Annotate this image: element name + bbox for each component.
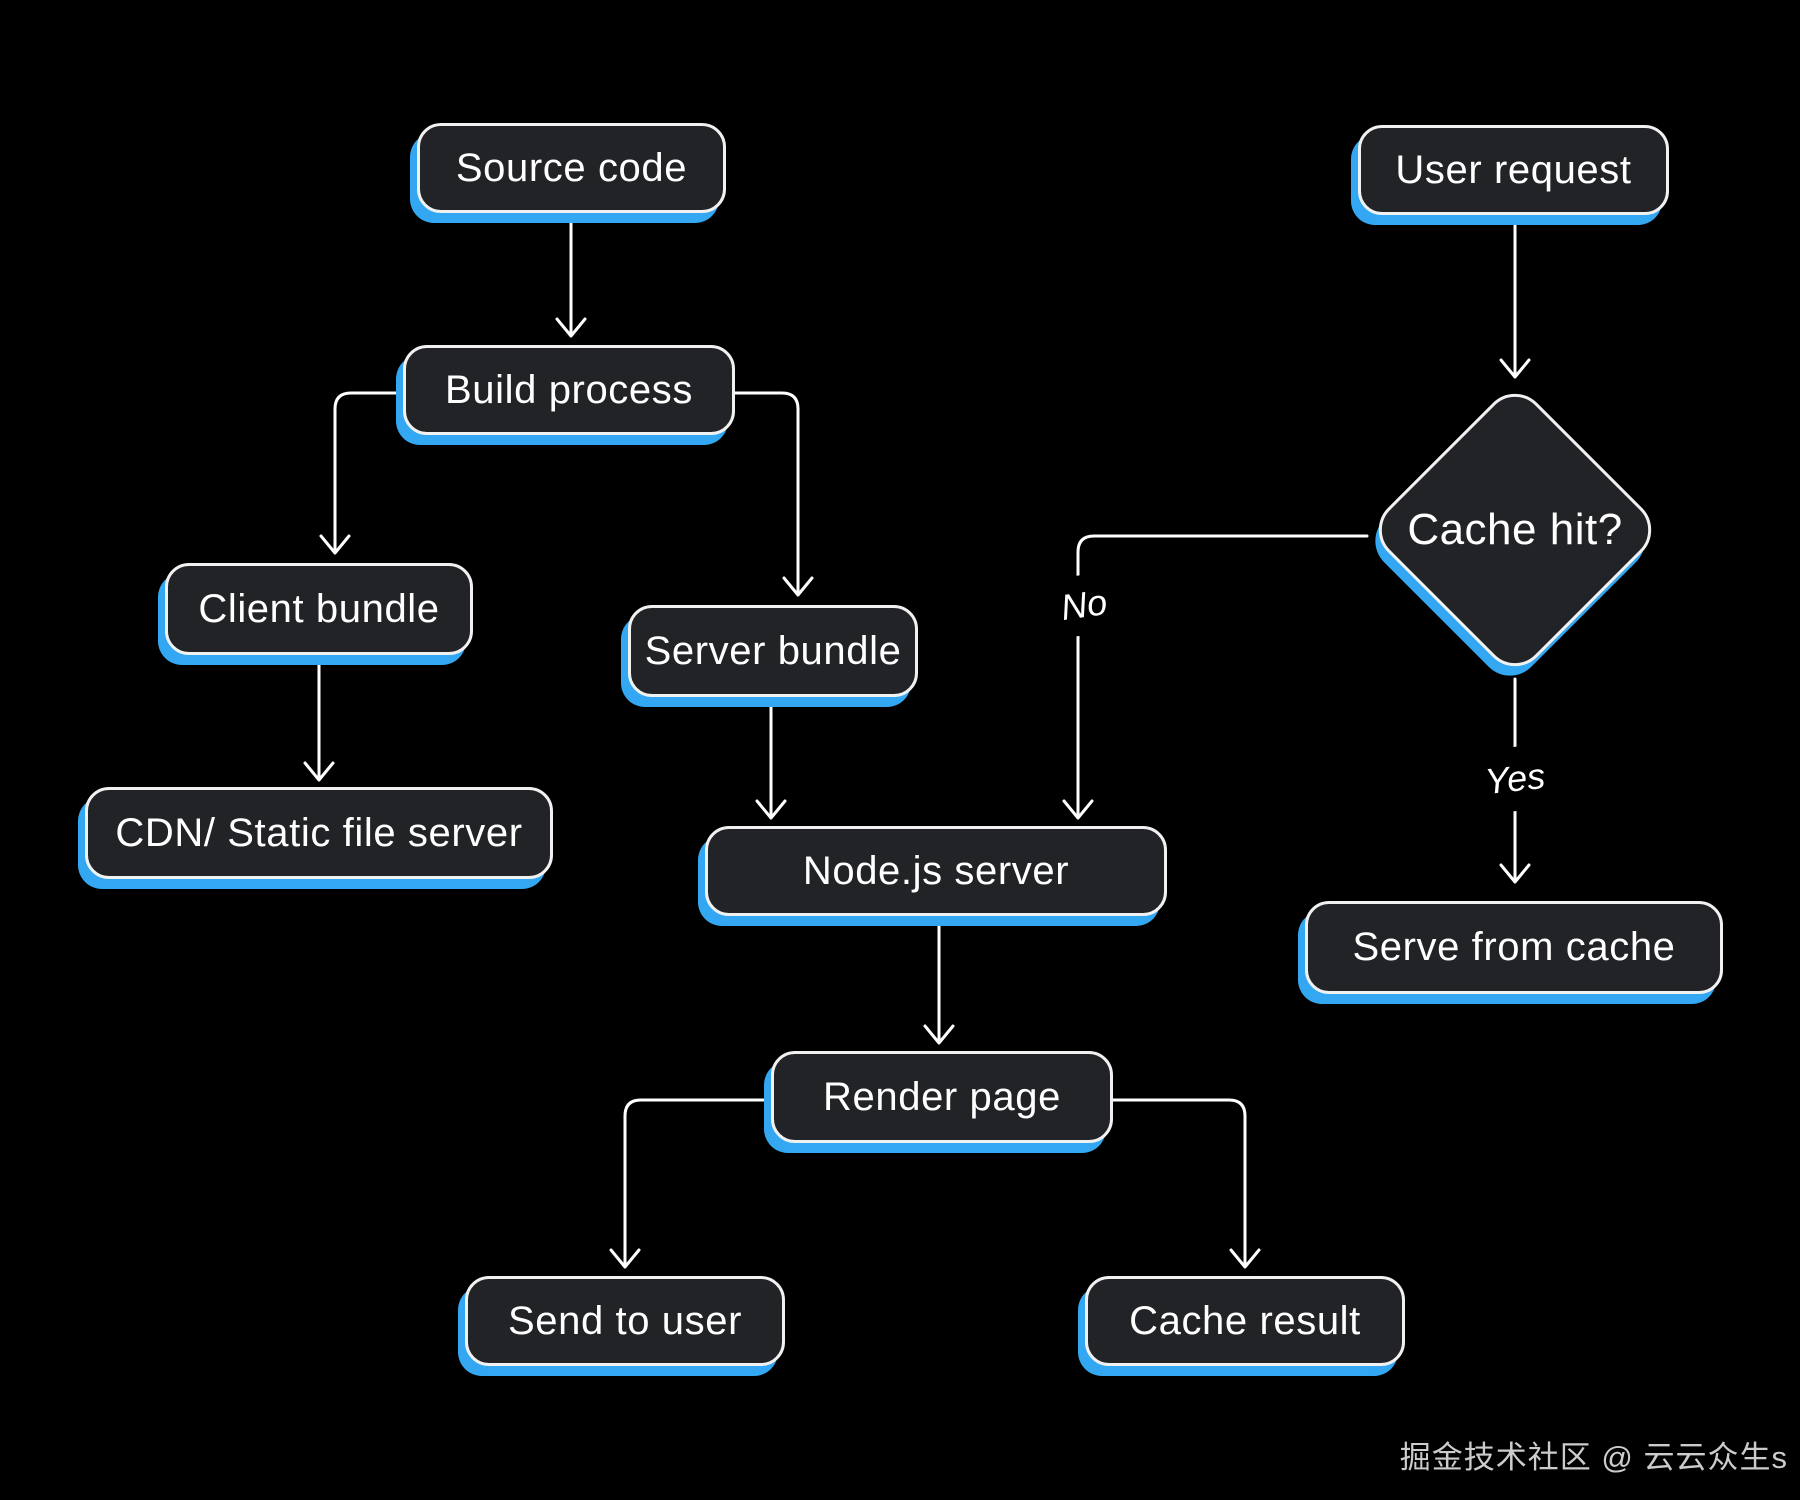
node-serve-from-cache: Serve from cache (1305, 901, 1723, 994)
connector-cachehit-no-to-node (1062, 534, 1369, 820)
connector-build-to-client (319, 391, 405, 555)
node-user-request: User request (1358, 125, 1669, 215)
connector-node-to-render (923, 917, 955, 1045)
connector-source-to-build (555, 216, 587, 338)
connector-build-to-server (733, 391, 814, 597)
node-cache-hit-label: Cache hit? (1407, 505, 1623, 554)
connector-render-to-cacheresult (1111, 1098, 1261, 1269)
node-build-process: Build process (403, 345, 735, 435)
cache-hit-diamond-shape (1375, 393, 1652, 676)
node-source-code: Source code (417, 123, 726, 213)
connector-server-to-node (755, 698, 787, 820)
node-cache-result: Cache result (1085, 1276, 1405, 1366)
watermark: 掘金技术社区 @ 云云众生s (1399, 1440, 1788, 1475)
connector-user-to-cachehit (1499, 216, 1531, 379)
node-render-page: Render page (771, 1051, 1113, 1143)
edge-label-yes: Yes (1452, 741, 1578, 817)
node-client-bundle: Client bundle (165, 563, 473, 655)
node-server-bundle: Server bundle (628, 605, 918, 697)
connector-render-to-send (609, 1098, 773, 1269)
cache-hit-diamond-body (1378, 393, 1652, 667)
connector-client-to-cdn (303, 656, 335, 782)
node-nodejs-server: Node.js server (705, 826, 1167, 916)
node-send-to-user: Send to user (465, 1276, 785, 1366)
node-cdn-static-file-server: CDN/ Static file server (85, 787, 553, 879)
